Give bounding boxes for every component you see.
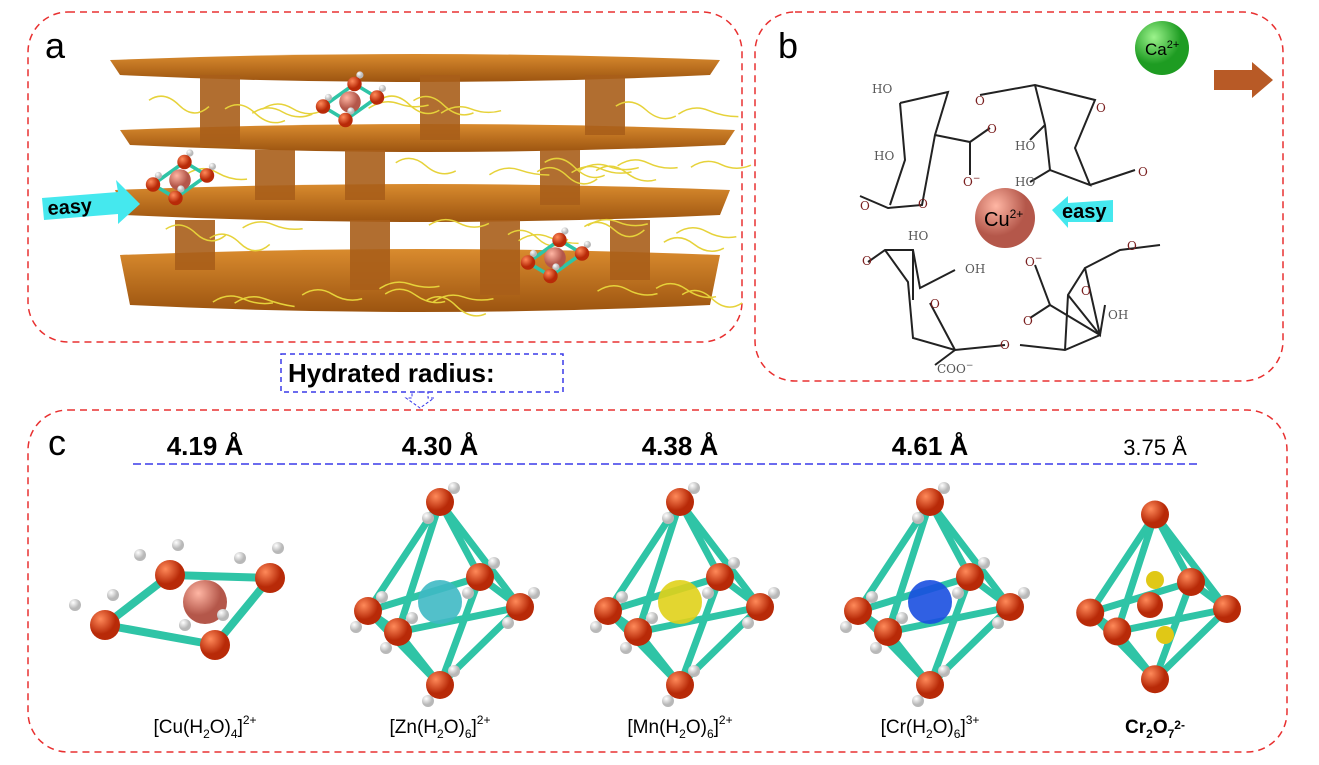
pillar xyxy=(610,220,650,280)
sheet-layer xyxy=(115,184,730,222)
atom-label: O xyxy=(1127,239,1137,253)
fiber xyxy=(149,96,209,113)
formula-label: [Cu(H2O)4]2+ xyxy=(153,713,256,741)
species-3: 4.61 Å [Cr(H2O)6]3+ xyxy=(840,431,1030,741)
molecule-model xyxy=(840,482,1030,707)
molecule-model xyxy=(69,539,285,660)
atom-label: O xyxy=(1138,165,1148,179)
hydrated-radius-value: 4.19 Å xyxy=(167,431,244,461)
species-2: 4.38 Å [Mn(H2O)6]2+ xyxy=(590,431,780,741)
pointer-arrow xyxy=(406,392,434,408)
atom-label: O xyxy=(1023,314,1033,328)
species-0: 4.19 Å [Cu(H2O)4]2+ xyxy=(69,431,285,741)
formula-label: [Cr(H2O)6]3+ xyxy=(881,713,980,741)
pillar xyxy=(350,220,390,290)
formula-label: Cr2O72- xyxy=(1125,717,1185,741)
atom-label: O xyxy=(860,199,870,213)
atom-label: O xyxy=(975,94,985,108)
hydrated-radius-value: 4.61 Å xyxy=(892,431,969,461)
atom-label: O xyxy=(862,254,872,268)
fiber xyxy=(618,160,678,168)
fiber xyxy=(519,235,579,244)
atom-label: HO xyxy=(1015,139,1035,153)
hydrated-radius-value: 3.75 Å xyxy=(1123,435,1187,460)
panel-b-label: b xyxy=(778,25,798,66)
svg-text:easy: easy xyxy=(47,195,94,220)
atom-label: O xyxy=(987,122,997,136)
hydrated-radius-value: 4.30 Å xyxy=(402,431,479,461)
pillar xyxy=(345,150,385,200)
easy-arrow-a: easy xyxy=(42,180,140,224)
molecule-model xyxy=(350,482,540,707)
atom-label: O xyxy=(1081,284,1091,298)
atom-label: HO xyxy=(872,82,892,96)
layered-sheets-illustration xyxy=(110,54,751,316)
species-1: 4.30 Å [Zn(H2O)6]2+ xyxy=(350,431,540,741)
outward-arrow xyxy=(1214,62,1273,98)
easy-arrow-b: easy xyxy=(1052,196,1113,228)
fiber xyxy=(678,108,738,117)
formula-label: [Zn(H2O)6]2+ xyxy=(390,713,491,741)
atom-label: O xyxy=(918,197,928,211)
fiber xyxy=(676,228,736,238)
atom-label: O− xyxy=(1025,254,1042,269)
pillar xyxy=(255,150,295,200)
svg-text:easy: easy xyxy=(1062,201,1107,223)
calcium-ion: Ca2+ xyxy=(1135,21,1189,75)
hydrated-radius-value: 4.38 Å xyxy=(642,431,719,461)
atom-label: OH xyxy=(965,262,985,276)
panel-a-label: a xyxy=(45,25,66,66)
molecule-model xyxy=(1076,501,1241,694)
atom-label: OH xyxy=(1108,308,1128,322)
molecule-model xyxy=(590,482,780,707)
panel-c-label: c xyxy=(48,422,66,463)
pillar xyxy=(200,75,240,145)
copper-ion-b: Cu2+ xyxy=(975,188,1035,248)
atom-label: COO− xyxy=(937,361,973,376)
atom-label: HO xyxy=(908,229,928,243)
fiber xyxy=(210,234,270,251)
atom-label: HO xyxy=(874,149,894,163)
atom-label: O− xyxy=(963,174,980,189)
hydrated-radius-label: Hydrated radius: xyxy=(288,358,495,388)
atom-label: O xyxy=(1000,338,1010,352)
fiber xyxy=(396,158,456,173)
atom-label: O xyxy=(930,297,940,311)
formula-label: [Mn(H2O)6]2+ xyxy=(627,713,732,741)
species-row: 4.19 Å [Cu(H2O)4]2+ 4.30 Å [Zn(H2O)6]2+ 4.38… xyxy=(69,431,1241,741)
atom-label: HO xyxy=(1015,175,1035,189)
fiber xyxy=(664,238,724,252)
atom-label: O xyxy=(1096,101,1106,115)
species-4: 3.75 Å Cr2O72- xyxy=(1076,435,1241,741)
pillar xyxy=(175,220,215,270)
fiber xyxy=(243,222,303,229)
